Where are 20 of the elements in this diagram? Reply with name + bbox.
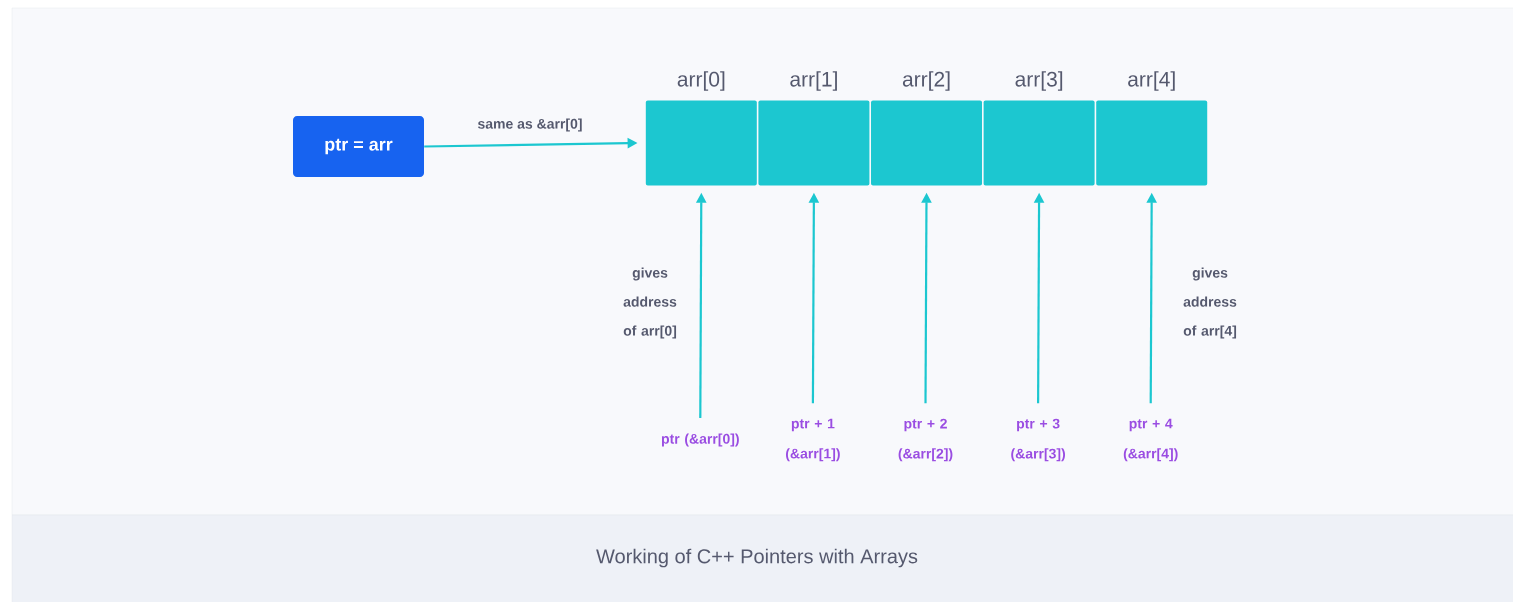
pointer-label: ptr + 4 (&arr[4]): [1123, 418, 1178, 462]
array-cell: arr[3]: [983, 71, 1095, 186]
array-cell: arr[0]: [645, 71, 757, 186]
array-cell: arr[2]: [871, 71, 982, 186]
pointer-box: ptr = arr: [293, 116, 424, 177]
caption: Working of C++ Pointers with Arrays: [596, 548, 918, 568]
node-label: arr[3]: [1015, 71, 1063, 91]
pointer-label: ptr + 2 (&arr[2]): [898, 418, 953, 462]
array-cell: arr[4]: [1096, 71, 1208, 186]
node-label: arr[4]: [1128, 71, 1175, 91]
pointer-label: ptr (&arr[0]): [661, 433, 739, 447]
node-label: arr[1]: [790, 71, 837, 91]
pointer-label: ptr + 1 (&arr[1]): [786, 418, 840, 462]
node-label: arr[0]: [677, 71, 725, 91]
node-label: arr[2]: [902, 71, 950, 91]
edge-label: gives address of arr[0]: [623, 267, 677, 339]
array-cell: arr[1]: [758, 71, 870, 186]
edge-label: same as &arr[0]: [478, 118, 582, 132]
edge-label: gives address of arr[4]: [1183, 267, 1237, 339]
pointer-label: ptr + 3 (&arr[3]): [1011, 418, 1065, 462]
